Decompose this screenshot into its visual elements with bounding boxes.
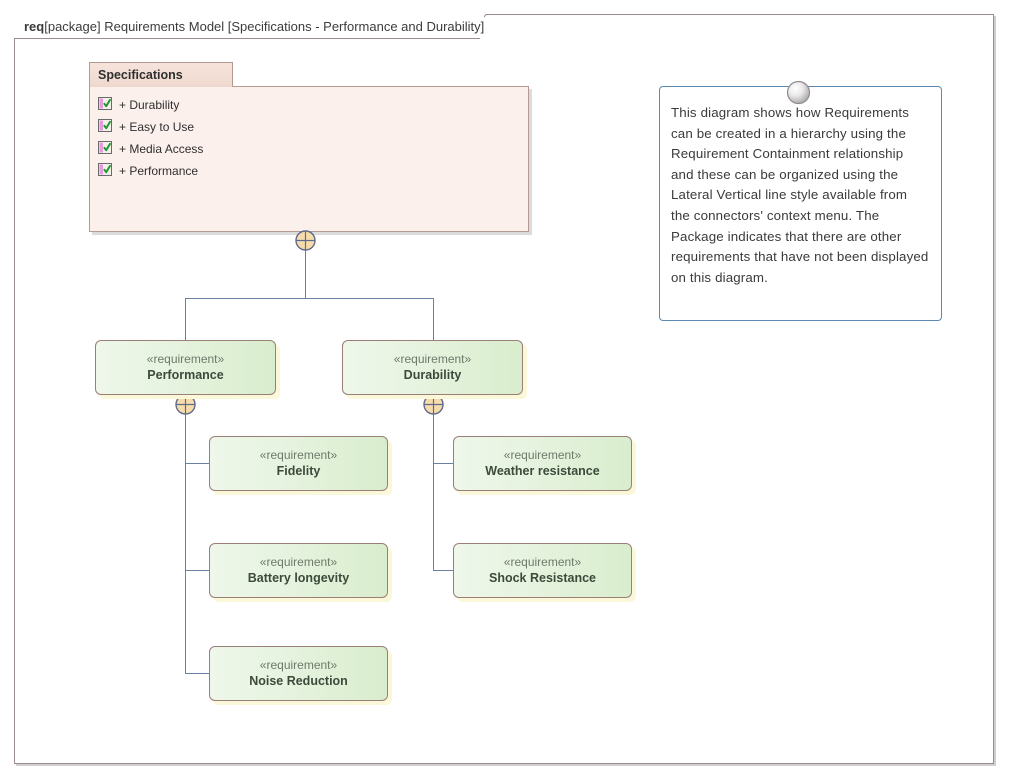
connector-performance-to-fidelity [185, 463, 210, 464]
diagram-note[interactable]: This diagram shows how Requirements can … [659, 86, 942, 321]
package-list-item-label: + Easy to Use [119, 120, 195, 134]
connector-package-crossbar [185, 298, 434, 299]
requirement-name: Shock Resistance [489, 571, 596, 585]
requirement-checkbox-icon [98, 163, 112, 179]
diagram-header: req [package] Requirements Model [Specif… [14, 14, 485, 38]
connector-durability-trunk [433, 412, 434, 571]
connector-package-trunk [305, 250, 306, 298]
requirement-name: Durability [403, 368, 462, 382]
requirement-name: Performance [147, 368, 224, 382]
package-list-item[interactable]: + Durability [98, 94, 528, 116]
diagram-header-keyword: req [24, 18, 45, 34]
connector-to-performance [185, 298, 186, 340]
requirement-stereotype: «requirement» [259, 555, 338, 569]
package-list-item[interactable]: + Performance [98, 160, 528, 182]
requirement-stereotype: «requirement» [503, 555, 582, 569]
package-title-tab[interactable]: Specifications [89, 62, 233, 87]
requirement-checkbox-icon [98, 141, 112, 157]
requirement-stereotype: «requirement» [503, 448, 582, 462]
requirement-name: Battery longevity [247, 571, 350, 585]
sphere-anchor-icon [786, 80, 811, 105]
containment-crosshair-icon[interactable] [423, 394, 444, 415]
requirement-stereotype: «requirement» [259, 448, 338, 462]
requirement-stereotype: «requirement» [259, 658, 338, 672]
requirement-name: Noise Reduction [249, 674, 348, 688]
package-list-item-label: + Media Access [119, 142, 204, 156]
containment-crosshair-icon[interactable] [175, 394, 196, 415]
requirement-stereotype: «requirement» [146, 352, 225, 366]
connector-durability-to-weather [433, 463, 454, 464]
requirement-shock-resistance[interactable]: «requirement» Shock Resistance [453, 543, 632, 598]
package-list-item-label: + Performance [119, 164, 199, 178]
containment-crosshair-icon[interactable] [295, 230, 316, 251]
package-list-item[interactable]: + Media Access [98, 138, 528, 160]
requirement-checkbox-icon [98, 119, 112, 135]
requirement-stereotype: «requirement» [393, 352, 472, 366]
connector-durability-to-shock [433, 570, 454, 571]
requirement-battery-longevity[interactable]: «requirement» Battery longevity [209, 543, 388, 598]
requirement-weather-resistance[interactable]: «requirement» Weather resistance [453, 436, 632, 491]
diagram-note-text: This diagram shows how Requirements can … [671, 105, 929, 285]
requirement-checkbox-icon [98, 97, 112, 113]
connector-to-durability [433, 298, 434, 340]
package-list-item[interactable]: + Easy to Use [98, 116, 528, 138]
connector-performance-to-battery [185, 570, 210, 571]
requirement-durability[interactable]: «requirement» Durability [342, 340, 523, 395]
requirement-fidelity[interactable]: «requirement» Fidelity [209, 436, 388, 491]
package-specifications[interactable]: Specifications + Durability [89, 62, 529, 232]
requirement-name: Fidelity [276, 464, 321, 478]
connector-performance-trunk [185, 412, 186, 673]
requirement-noise-reduction[interactable]: «requirement» Noise Reduction [209, 646, 388, 701]
package-body: + Durability + Easy to Use [89, 86, 529, 232]
connector-performance-to-noise [185, 673, 210, 674]
package-title: Specifications [98, 68, 183, 82]
diagram-header-title: [package] Requirements Model [Specificat… [44, 18, 485, 34]
requirement-name: Weather resistance [485, 464, 600, 478]
package-list-item-label: + Durability [119, 98, 180, 112]
requirement-performance[interactable]: «requirement» Performance [95, 340, 276, 395]
